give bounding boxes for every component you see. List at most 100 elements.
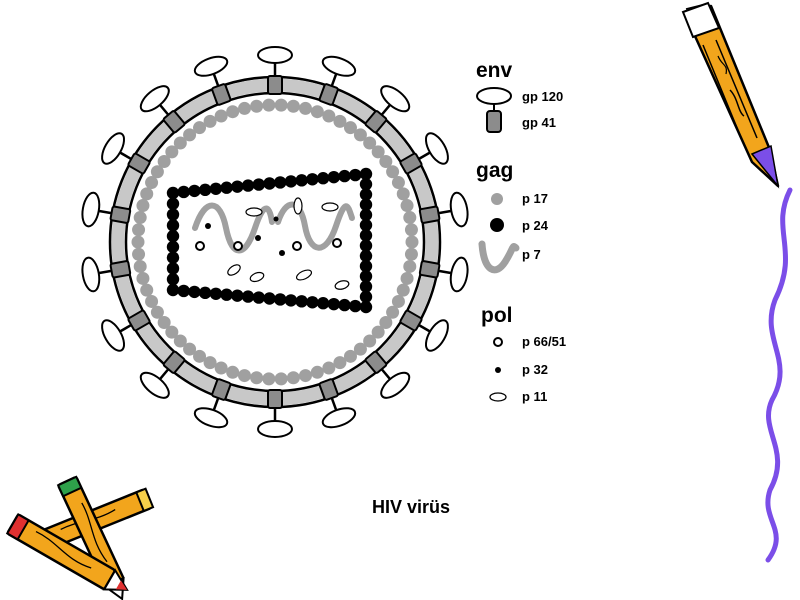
matrix-dot [150, 305, 164, 319]
capsid-black-dot-icon [490, 218, 504, 232]
capsid-dot [274, 176, 287, 189]
capsid-dot [166, 251, 180, 264]
matrix-dot [250, 371, 264, 385]
matrix-dot [133, 259, 147, 273]
legend-p32-label: p 32 [522, 362, 548, 377]
matrix-dot [193, 349, 207, 363]
legend-env-title: env [476, 59, 513, 82]
small-ellipse-icon [489, 392, 507, 402]
capsid-dot [188, 285, 201, 299]
capsid-dot [349, 168, 362, 182]
legend-pol-title: pol [481, 304, 513, 327]
capsid-dot [274, 293, 287, 306]
integrase [255, 235, 261, 241]
gp41-stem [211, 83, 232, 106]
lipid-membrane [111, 78, 439, 406]
matrix-dot [262, 98, 276, 112]
matrix-dot [286, 99, 300, 113]
reverse-transcriptase [332, 238, 342, 248]
gp120-spike [101, 132, 126, 165]
gp41-stem [418, 260, 441, 279]
matrix-dot [403, 211, 417, 225]
legend-p7-label: p 7 [522, 247, 541, 262]
gp41-stem [211, 378, 232, 401]
matrix-dot [226, 105, 240, 119]
gp41-stem-icon [486, 104, 502, 133]
matrix-dot [298, 369, 312, 383]
gp120-spike [193, 407, 229, 429]
matrix-dot [165, 325, 179, 339]
capsid-dot [295, 295, 308, 308]
capsid-dot [359, 270, 373, 283]
capsid-dot [295, 174, 308, 187]
reverse-transcriptase [195, 241, 205, 251]
gp41-stems [109, 75, 441, 409]
reverse-transcriptase [292, 241, 302, 251]
matrix-dot [136, 271, 150, 285]
gp120-spike [257, 46, 293, 64]
matrix-dot [193, 121, 207, 135]
gp41-stem [418, 205, 441, 224]
matrix-dot [214, 361, 228, 375]
integrase [273, 216, 279, 222]
matrix-dot [262, 372, 276, 386]
matrix-dot [403, 259, 417, 273]
gp41-stem [399, 152, 423, 175]
legend-gp120-label: gp 120 [522, 89, 563, 104]
capsid-dot [209, 182, 223, 195]
gp41-stem [267, 389, 283, 409]
capsid-dot [359, 229, 373, 242]
gp41-stem [364, 350, 388, 374]
matrix-dot [203, 356, 217, 370]
capsid-dot [316, 172, 330, 185]
matrix-dot [353, 342, 367, 356]
capsid-dot [306, 296, 319, 309]
capsid-dot [327, 297, 341, 311]
gp120-spike [380, 371, 411, 399]
capsid-dot [359, 249, 373, 263]
capsid-dot [316, 297, 330, 310]
purple-squiggle-line [765, 187, 793, 563]
matrix-dot [322, 361, 336, 375]
matrix-dot [353, 128, 367, 142]
matrix-dot [379, 154, 393, 168]
virus-particle [81, 46, 469, 438]
capsid-dot [166, 197, 180, 210]
matrix-dot [165, 145, 179, 159]
matrix-dot [173, 136, 187, 150]
gp120-spike [321, 407, 357, 429]
capsid-dot [327, 170, 341, 184]
integrase [205, 223, 211, 229]
capsid-dot [338, 298, 351, 312]
capsid-dot [284, 294, 298, 307]
capsid-dot [359, 208, 373, 222]
matrix-dot [136, 199, 150, 213]
gp41-stem [364, 110, 388, 134]
capsid-dot [188, 184, 201, 198]
matrix-dot [183, 128, 197, 142]
legend-gp41-label: gp 41 [522, 115, 556, 130]
gp41-stem [109, 205, 132, 224]
gp120-spike [424, 132, 449, 165]
matrix-dot [145, 294, 159, 308]
matrix-dot [274, 98, 288, 112]
gp41-stem [109, 260, 132, 279]
protease [245, 207, 263, 217]
gp41-stem [267, 75, 283, 95]
capsid-dot [231, 180, 244, 193]
capsid-dot [359, 300, 373, 314]
capsid-dot [359, 290, 373, 303]
capsid-dot [241, 179, 255, 192]
capsid-core [166, 167, 373, 314]
legend-gag-title: gag [476, 159, 513, 182]
matrix-dot [145, 176, 159, 190]
matrix-dot [238, 101, 252, 115]
gp120-spike [139, 371, 170, 399]
capsid-dot [166, 229, 180, 243]
matrix-dot [391, 176, 405, 190]
capsid-dot [252, 178, 265, 191]
legend-p24-label: p 24 [522, 218, 549, 233]
rna-strand [275, 201, 355, 251]
matrix-dot [363, 136, 377, 150]
